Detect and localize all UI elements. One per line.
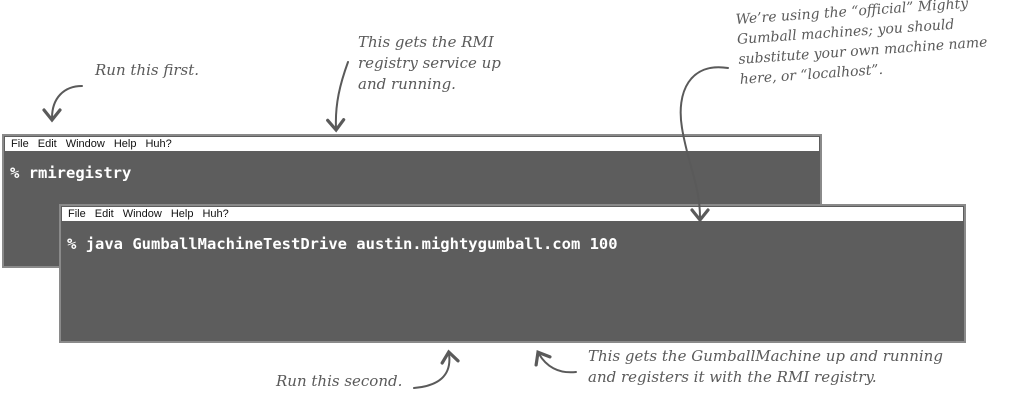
arrow-rmi-registry	[326, 61, 349, 133]
menu-bar: File Edit Window Help Huh?	[5, 137, 819, 151]
arrow-official-machines	[679, 66, 729, 223]
menu-file[interactable]: File	[68, 208, 86, 220]
arrow-gumball-machine	[534, 350, 577, 374]
menu-window[interactable]: Window	[65, 138, 105, 150]
arrow-run-first	[42, 85, 83, 123]
command-line[interactable]: % rmiregistry	[10, 164, 131, 182]
menu-huh[interactable]: Huh?	[145, 138, 172, 150]
shell-prompt: %	[67, 235, 77, 253]
menu-help[interactable]: Help	[170, 208, 194, 220]
menu-huh[interactable]: Huh?	[202, 208, 229, 220]
annotation-run-first: Run this first.	[95, 61, 200, 79]
annotation-rmi-registry: This gets the RMI registry service up an…	[358, 33, 501, 93]
shell-prompt: %	[10, 164, 20, 182]
menu-help[interactable]: Help	[113, 138, 137, 150]
menu-bar: File Edit Window Help Huh?	[62, 207, 963, 221]
menu-file[interactable]: File	[11, 138, 29, 150]
annotation-run-second: Run this second.	[276, 372, 403, 390]
command-text: java GumballMachineTestDrive austin.migh…	[85, 235, 618, 253]
command-text: rmiregistry	[28, 164, 132, 182]
menu-edit[interactable]: Edit	[37, 138, 57, 150]
arrow-run-second	[413, 349, 460, 389]
annotation-gumball-machine: This gets the GumballMachine up and runn…	[588, 347, 943, 386]
command-line[interactable]: % java GumballMachineTestDrive austin.mi…	[67, 235, 618, 253]
menu-window[interactable]: Window	[122, 208, 162, 220]
menu-edit[interactable]: Edit	[94, 208, 114, 220]
terminal-window-test-drive: File Edit Window Help Huh? % java Gumbal…	[59, 204, 966, 343]
